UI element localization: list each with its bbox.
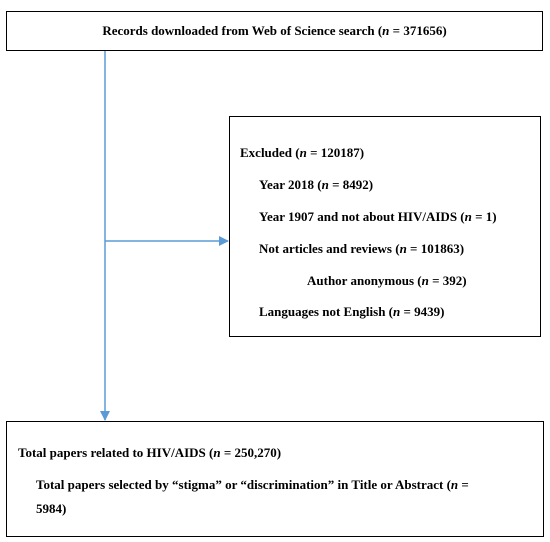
excluded-item-year-2018: Year 2018 (n = 8492) xyxy=(259,177,374,192)
selected-papers-line: Total papers selected by “stigma” or “di… xyxy=(36,477,469,492)
excluded-heading: Excluded (n = 120187) xyxy=(240,145,365,160)
excluded-box: Excluded (n = 120187) Year 2018 (n = 849… xyxy=(229,116,541,337)
excluded-item-author-anonymous: Author anonymous (n = 392) xyxy=(307,273,467,288)
records-downloaded-box: Records downloaded from Web of Science s… xyxy=(6,11,543,51)
selected-papers-count: 5984) xyxy=(36,501,67,516)
excluded-item-languages: Languages not English (n = 9439) xyxy=(259,304,445,319)
records-downloaded-text: Records downloaded from Web of Science s… xyxy=(102,23,447,38)
excluded-item-not-articles: Not articles and reviews (n = 101863) xyxy=(259,241,465,256)
total-papers-box: Total papers related to HIV/AIDS (n = 25… xyxy=(6,421,544,537)
excluded-item-year-1907: Year 1907 and not about HIV/AIDS (n = 1) xyxy=(259,209,497,224)
total-papers-hiv-line: Total papers related to HIV/AIDS (n = 25… xyxy=(18,445,282,460)
